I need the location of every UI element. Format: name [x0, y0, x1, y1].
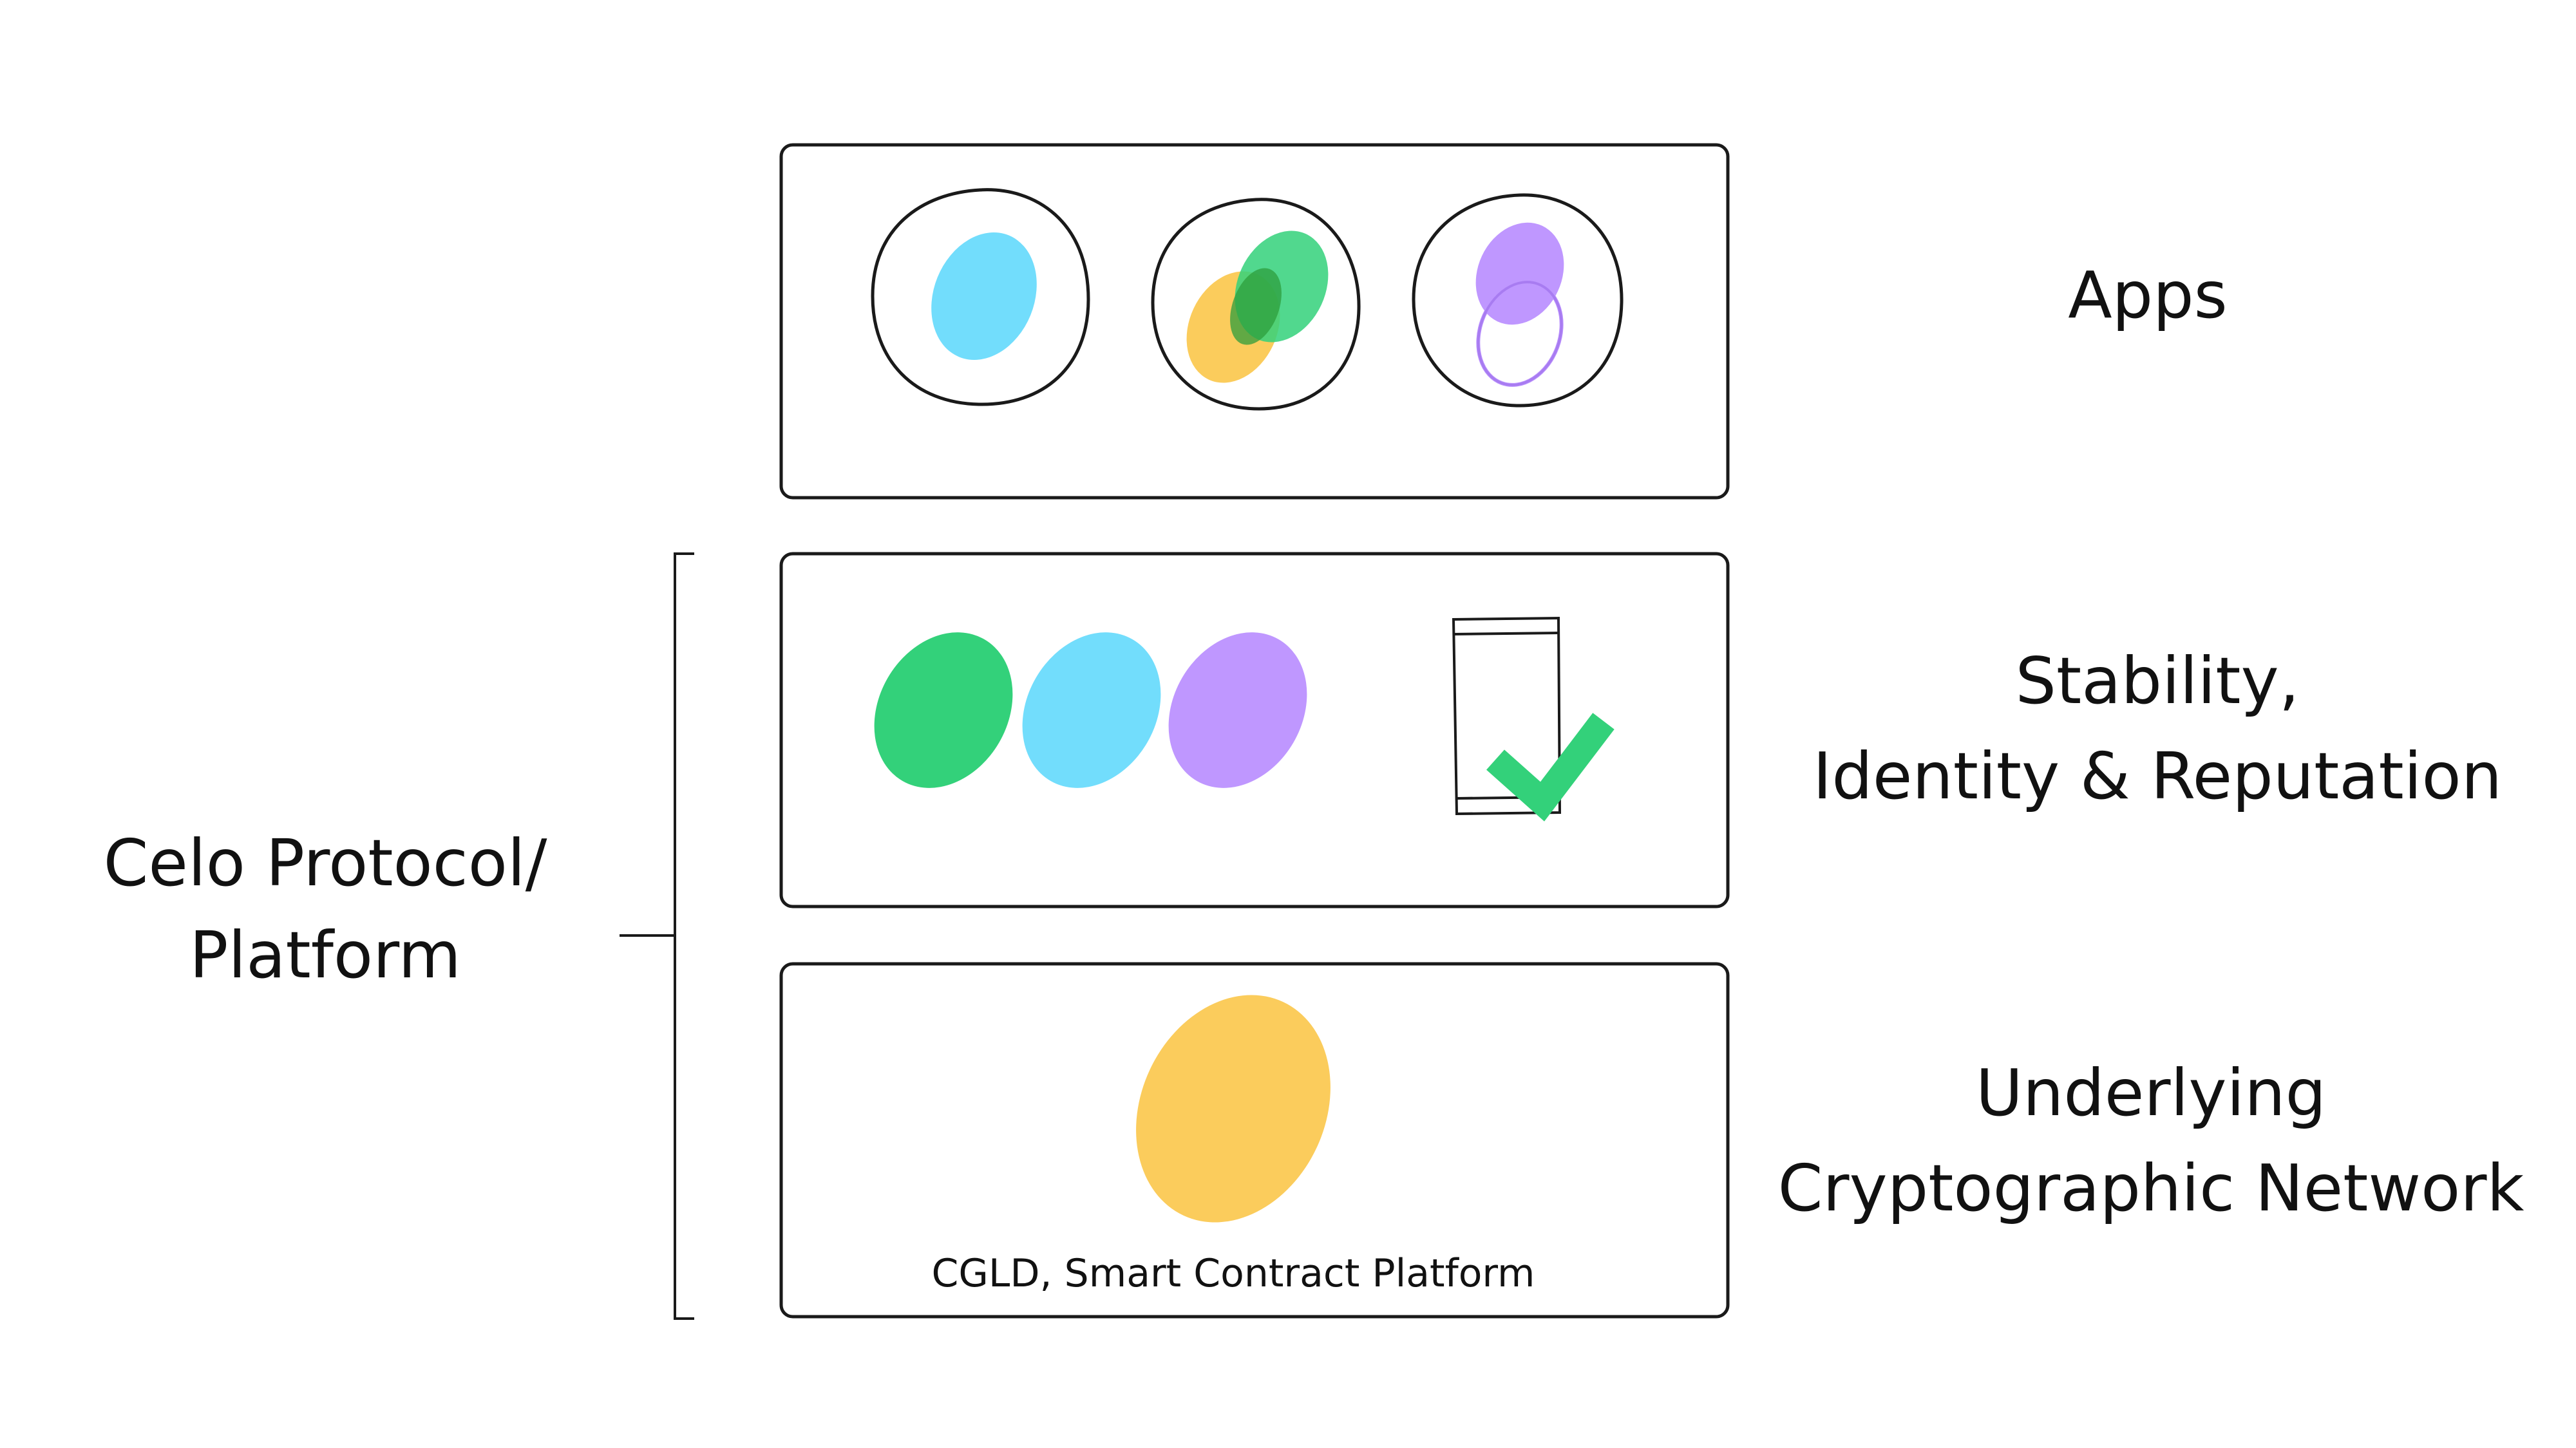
apps-label: Apps	[2068, 258, 2227, 333]
gold-token-icon	[1136, 995, 1331, 1223]
overlap-token-icon	[1230, 268, 1282, 345]
apps-layer: Apps	[779, 143, 2228, 500]
network-caption: CGLD, Smart Contract Platform	[932, 1251, 1535, 1296]
green-stable-token-icon	[874, 632, 1013, 788]
app-circle-1	[871, 188, 1090, 406]
sketch-circle-icon	[871, 188, 1090, 406]
platform-label-line2: Platform	[189, 917, 461, 993]
stability-label-line2: Identity & Reputation	[1813, 738, 2502, 814]
network-label-line1: Underlying	[1976, 1055, 2326, 1131]
network-layer-box	[779, 962, 1730, 1319]
network-layer: CGLD, Smart Contract Platform Underlying…	[779, 962, 2524, 1319]
checkmark-icon	[1486, 713, 1615, 822]
blue-stable-token-icon	[1022, 632, 1161, 788]
blue-token-icon	[931, 232, 1037, 360]
purple-overlap-outline	[1477, 281, 1563, 386]
stability-layer: Stability, Identity & Reputation	[779, 552, 2502, 908]
app-circle-2	[1151, 198, 1361, 411]
sketch-circle-icon	[1412, 193, 1624, 408]
stability-label-line1: Stability,	[2016, 643, 2300, 719]
purple-stable-token-icon	[1168, 632, 1307, 788]
platform-label-line1: Celo Protocol/	[104, 825, 547, 901]
network-label-line2: Cryptographic Network	[1778, 1151, 2524, 1226]
bracket-line	[620, 552, 694, 1320]
sketch-circle-icon	[1151, 198, 1361, 411]
stability-layer-box	[779, 552, 1730, 908]
purple-token-icon	[1475, 222, 1564, 325]
apps-layer-box	[779, 143, 1730, 500]
app-circle-3	[1412, 193, 1624, 408]
platform-bracket: Celo Protocol/ Platform	[104, 552, 694, 1320]
